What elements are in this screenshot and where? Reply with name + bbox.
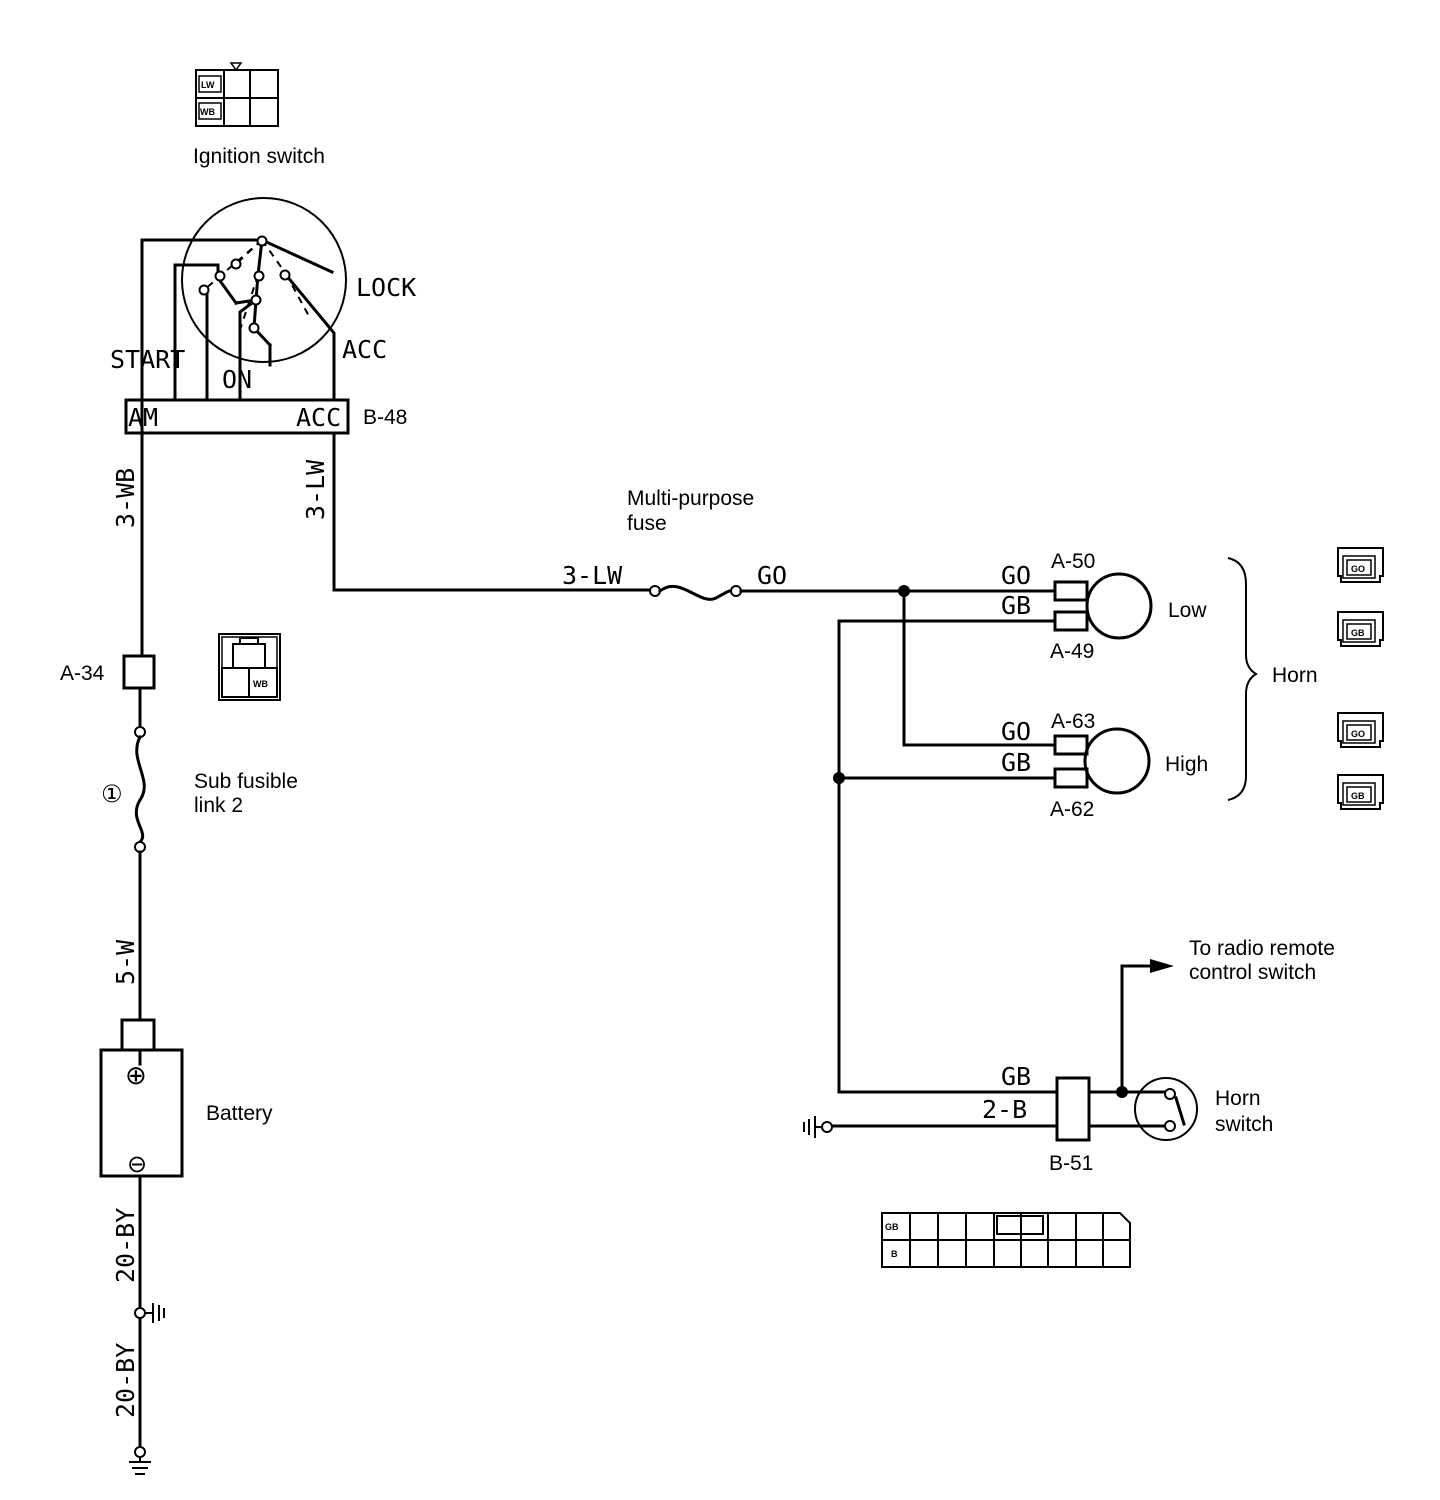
connector-a34-label: A-34 xyxy=(60,662,105,685)
multi-purpose-fuse-line1: Multi-purpose xyxy=(627,487,754,510)
horn-low-label: Low xyxy=(1168,599,1207,622)
connector-a62-label: A-62 xyxy=(1050,798,1094,821)
wire-gb-switch-label: GB xyxy=(1001,1062,1031,1091)
body-ground-junction xyxy=(134,1303,165,1323)
connector-a34-icon: WB xyxy=(218,633,281,701)
wire-20by-label-a: 20-BY xyxy=(111,1208,140,1283)
wire-3wb-label: 3-WB xyxy=(111,468,140,528)
horn-connector-icon-go-2: GO xyxy=(1337,712,1384,748)
ignition-connector-icon: LW WB xyxy=(195,62,279,127)
lock-position-label: LOCK xyxy=(356,273,416,302)
horn-connector-icon-go-1: GO xyxy=(1337,547,1384,583)
radio-remote-label-line2: control switch xyxy=(1189,961,1316,984)
horn-pin-go-label: GO xyxy=(1351,564,1365,574)
wire-go-high xyxy=(902,589,1057,747)
wire-to-radio xyxy=(1120,964,1154,1094)
connector-a50-label: A-50 xyxy=(1051,550,1095,573)
fusible-link-number: ① xyxy=(101,781,123,808)
horn-high-label: High xyxy=(1165,753,1208,776)
wire-5w-label: 5-W xyxy=(111,939,140,985)
battery-plus-terminal: ⊕ xyxy=(125,1060,147,1090)
connector-a49-label: A-49 xyxy=(1050,640,1094,663)
connector-b51-icon: GB B xyxy=(881,1212,1131,1268)
chassis-ground-symbol xyxy=(803,1116,833,1138)
battery-label: Battery xyxy=(206,1102,273,1125)
wire-gb-high-label: GB xyxy=(1001,748,1031,777)
connector-a63-label: A-63 xyxy=(1051,710,1095,733)
junction-gb xyxy=(833,772,845,784)
horn-bracket xyxy=(1227,557,1258,801)
pin-wb-label: WB xyxy=(200,107,215,117)
connector-b51-label: B-51 xyxy=(1049,1152,1093,1175)
wire-gb-low-label: GB xyxy=(1001,591,1031,620)
horn-connector-icon-gb-1: GB xyxy=(1337,611,1384,647)
ignition-switch-label: Ignition switch xyxy=(193,145,325,168)
horn-low xyxy=(1053,572,1153,640)
wire-2b-label: 2-B xyxy=(982,1095,1027,1124)
horn-switch-symbol xyxy=(1134,1077,1198,1141)
terminal-am-label: AM xyxy=(128,403,158,432)
connector-a34 xyxy=(122,654,156,690)
horn-pin-go-label-2: GO xyxy=(1351,729,1365,739)
connector-b51 xyxy=(1055,1076,1091,1142)
wire-go-fuse-label: GO xyxy=(757,561,787,590)
ignition-switch-symbol xyxy=(140,197,347,442)
connector-b48: AM ACC xyxy=(124,398,350,435)
b51-pin-gb-label: GB xyxy=(885,1222,899,1232)
horn-label: Horn xyxy=(1272,664,1318,687)
wire-gb-bus xyxy=(837,619,1059,1094)
horn-switch-label-line1: Horn xyxy=(1215,1087,1261,1110)
wire-3lw-label: 3-LW xyxy=(562,561,623,590)
on-position-label: ON xyxy=(222,365,252,394)
horn-high xyxy=(1053,727,1151,795)
multi-purpose-fuse xyxy=(649,584,742,601)
horn-switch-label-line2: switch xyxy=(1215,1113,1273,1136)
sub-fusible-label-line1: Sub fusible xyxy=(194,770,298,793)
a34-pin-wb-label: WB xyxy=(253,679,268,689)
multi-purpose-fuse-line2: fuse xyxy=(627,512,667,535)
radio-remote-label-line1: To radio remote xyxy=(1189,937,1335,960)
sub-fusible-label-line2: link 2 xyxy=(194,794,243,817)
wire-3lw xyxy=(332,431,652,592)
horn-pin-gb-label: GB xyxy=(1351,628,1365,638)
pin-lw-label: LW xyxy=(201,80,215,90)
wire-20by-label-b: 20-BY xyxy=(111,1343,140,1418)
start-position-label: START xyxy=(110,345,185,374)
b51-pin-b-label: B xyxy=(891,1249,898,1259)
wire-go-low-label: GO xyxy=(1001,561,1031,590)
connector-b48-label: B-48 xyxy=(363,406,407,429)
wire-go-high-label: GO xyxy=(1001,717,1031,746)
terminal-acc-label: ACC xyxy=(296,403,341,432)
horn-pin-gb-label-2: GB xyxy=(1351,791,1365,801)
wire-3lw-vertical-label: 3-LW xyxy=(301,459,330,520)
horn-connector-icon-gb-2: GB xyxy=(1337,774,1384,810)
sub-fusible-link-2 xyxy=(134,686,146,1022)
acc-position-label: ACC xyxy=(342,335,387,364)
ground-symbol xyxy=(129,1446,151,1475)
arrow-right-icon xyxy=(1150,959,1174,973)
battery-minus-terminal: ⊖ xyxy=(127,1151,147,1178)
